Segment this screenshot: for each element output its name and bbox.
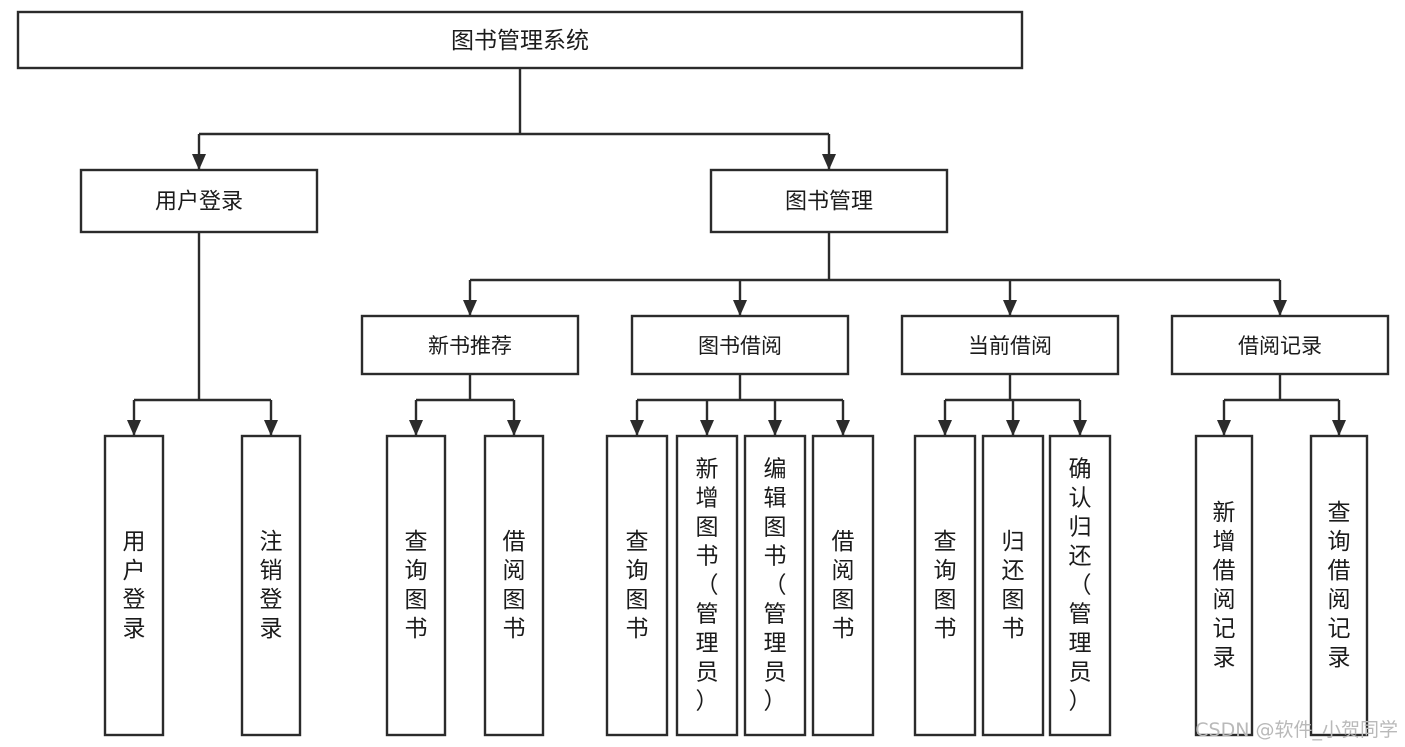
node-label: 编辑图书（管理员） (764, 457, 787, 715)
arrow-head-icon (507, 420, 521, 436)
arrow-head-icon (700, 420, 714, 436)
node-box (605, 434, 669, 737)
arrow-head-icon (192, 154, 206, 170)
node-root[interactable]: 图书管理系统 (16, 10, 1024, 70)
arrow-head-icon (409, 420, 423, 436)
arrow-head-icon (264, 420, 278, 436)
edge-group-book-mgmt (463, 232, 1287, 316)
node-label: 查询借阅记录 (1328, 500, 1351, 671)
node-leaf-logout[interactable]: 注销登录 (240, 434, 302, 737)
edge-group-book-borrow (630, 374, 850, 436)
csdn-watermark: CSDN @软件_小贺同学 (1195, 719, 1398, 741)
node-label: 借阅图书 (503, 529, 526, 642)
arrow-head-icon (1273, 300, 1287, 316)
node-leaf-query-book-1[interactable]: 查询图书 (385, 434, 447, 737)
arrow-head-icon (1073, 420, 1087, 436)
node-leaf-add-book[interactable]: 新增图书（管理员） (675, 434, 739, 737)
node-label: 当前借阅 (968, 334, 1052, 358)
arrow-head-icon (836, 420, 850, 436)
arrow-head-icon (1332, 420, 1346, 436)
node-box (240, 434, 302, 737)
node-label: 图书借阅 (698, 334, 782, 358)
node-leaf-query-record[interactable]: 查询借阅记录 (1309, 434, 1369, 737)
node-leaf-user-login[interactable]: 用户登录 (103, 434, 165, 737)
node-leaf-edit-book[interactable]: 编辑图书（管理员） (743, 434, 807, 737)
arrow-head-icon (938, 420, 952, 436)
node-leaf-query-book-3[interactable]: 查询图书 (913, 434, 977, 737)
node-box (743, 434, 807, 737)
node-user-login[interactable]: 用户登录 (79, 168, 319, 234)
node-box (630, 314, 850, 376)
node-label: 查询图书 (626, 529, 649, 642)
node-label: 查询图书 (405, 529, 428, 642)
node-box (900, 314, 1120, 376)
arrow-head-icon (630, 420, 644, 436)
arrow-head-icon (1006, 420, 1020, 436)
node-borrow-record[interactable]: 借阅记录 (1170, 314, 1390, 376)
arrow-head-icon (463, 300, 477, 316)
node-box (79, 168, 319, 234)
node-leaf-add-record[interactable]: 新增借阅记录 (1194, 434, 1254, 737)
arrow-head-icon (822, 154, 836, 170)
arrow-head-icon (1003, 300, 1017, 316)
node-box (1309, 434, 1369, 737)
node-box (1194, 434, 1254, 737)
node-leaf-return-book[interactable]: 归还图书 (981, 434, 1045, 737)
node-label: 确认归还（管理员） (1069, 457, 1092, 715)
node-current-borrow[interactable]: 当前借阅 (900, 314, 1120, 376)
node-box (1048, 434, 1112, 737)
arrow-head-icon (1217, 420, 1231, 436)
node-leaf-query-book-2[interactable]: 查询图书 (605, 434, 669, 737)
node-box (16, 10, 1024, 70)
node-box (709, 168, 949, 234)
node-leaf-borrow-book-2[interactable]: 借阅图书 (811, 434, 875, 737)
edge-group-root (192, 68, 836, 170)
node-layer: 图书管理系统用户登录图书管理新书推荐图书借阅当前借阅借阅记录用户登录注销登录查询… (16, 10, 1390, 737)
node-box (1170, 314, 1390, 376)
node-box (675, 434, 739, 737)
node-leaf-borrow-book-1[interactable]: 借阅图书 (483, 434, 545, 737)
node-label: 图书管理 (785, 190, 873, 215)
arrow-head-icon (127, 420, 141, 436)
node-box (811, 434, 875, 737)
node-label: 图书管理系统 (451, 28, 589, 54)
node-box (103, 434, 165, 737)
edge-layer (127, 68, 1346, 436)
node-box (360, 314, 580, 376)
node-book-borrow[interactable]: 图书借阅 (630, 314, 850, 376)
node-label: 新书推荐 (428, 334, 512, 358)
node-label: 新增图书（管理员） (696, 457, 719, 715)
node-box (385, 434, 447, 737)
arrow-head-icon (768, 420, 782, 436)
node-label: 借阅记录 (1238, 334, 1322, 358)
node-label: 归还图书 (1002, 529, 1025, 642)
edge-group-user-login (127, 232, 278, 436)
edge-group-new-book-rec (409, 374, 521, 436)
node-label: 借阅图书 (832, 529, 855, 642)
node-new-book-rec[interactable]: 新书推荐 (360, 314, 580, 376)
edge-group-borrow-record (1217, 374, 1346, 436)
node-label: 用户登录 (123, 529, 146, 642)
node-label: 注销登录 (260, 529, 283, 642)
edge-group-current-borrow (938, 374, 1087, 436)
node-box (483, 434, 545, 737)
node-box (981, 434, 1045, 737)
node-label: 新增借阅记录 (1213, 500, 1236, 671)
node-book-mgmt[interactable]: 图书管理 (709, 168, 949, 234)
node-label: 查询图书 (934, 529, 957, 642)
node-label: 用户登录 (155, 190, 243, 215)
node-leaf-confirm-return[interactable]: 确认归还（管理员） (1048, 434, 1112, 737)
arrow-head-icon (733, 300, 747, 316)
node-box (913, 434, 977, 737)
